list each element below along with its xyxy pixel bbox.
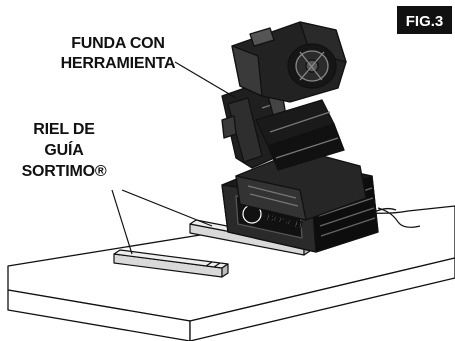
rail-leader-line-mounted	[122, 190, 212, 226]
holster-leader-line	[175, 62, 236, 98]
drill-tool	[222, 22, 366, 220]
holster-label-line2: HERRAMIENTA	[61, 55, 176, 72]
figure-label: FIG.3	[406, 13, 444, 30]
rail-label: RIEL DE GUÍA SORTIMO®	[22, 121, 107, 180]
rail-label-line3: SORTIMO®	[22, 163, 107, 180]
rail-label-line1: RIEL DE	[33, 121, 95, 138]
holster-label-line1: FUNDA CON	[71, 35, 165, 52]
rail-leader-line-loose	[112, 190, 132, 254]
holster-label: FUNDA CON HERRAMIENTA	[61, 35, 176, 72]
rail-label-line2: GUÍA	[44, 140, 84, 159]
figure-badge: FIG.3	[397, 6, 452, 34]
